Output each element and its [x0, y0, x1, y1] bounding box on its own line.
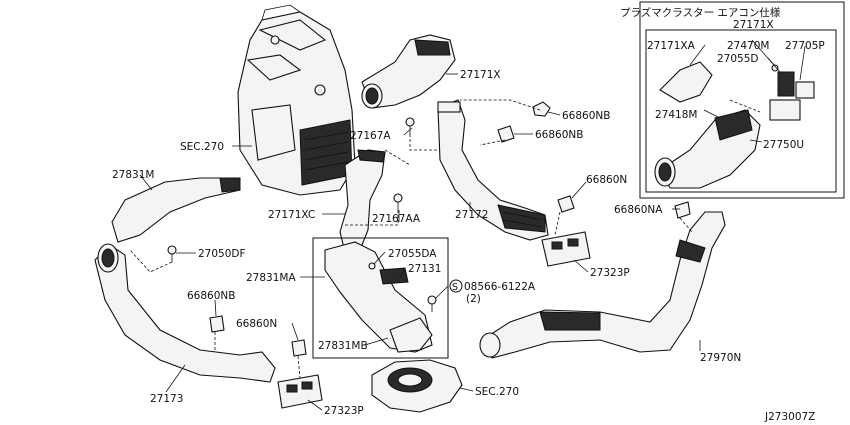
inset-panel: [639, 1, 845, 199]
label-66860N-a: 66860N: [586, 174, 627, 186]
label-27171XA: 27171XA: [647, 40, 696, 52]
grille-27323P-left: [277, 374, 323, 409]
clip-66860NB-b: [497, 125, 515, 143]
clip-66860N-b: [291, 339, 307, 357]
inset-part-label: 27171X: [733, 19, 774, 31]
duct-27172: [437, 99, 549, 241]
label-27171XC: 27171XC: [268, 209, 315, 221]
label-27831MA: 27831MA: [246, 272, 296, 284]
label-sec270-top: SEC.270: [180, 141, 224, 153]
label-27705P: 27705P: [785, 40, 825, 52]
clip-66860NB-c: [209, 315, 225, 333]
label-27323P-a: 27323P: [590, 267, 630, 279]
screw-27050DF: [167, 245, 177, 262]
hvac-unit: [237, 4, 356, 196]
label-27831MB: 27831MB: [318, 340, 368, 352]
label-66860NB-a: 66860NB: [562, 110, 610, 122]
clip-66860N-a: [557, 195, 575, 213]
label-27970N: 27970N: [700, 352, 741, 364]
label-sec270-bottom: SEC.270: [475, 386, 519, 398]
grille-27323P-right: [541, 231, 591, 267]
label-08566-qty: (2): [466, 293, 481, 305]
screw-27167A: [405, 117, 415, 134]
label-27171X: 27171X: [460, 69, 501, 81]
duct-27970N: [479, 211, 726, 359]
label-27131: 27131: [408, 263, 441, 275]
screw-27055DA: [368, 262, 376, 270]
label-27167AA: 27167AA: [372, 213, 421, 225]
inset-title: プラズマクラスター エアコン仕様: [620, 6, 781, 19]
label-27050DF: 27050DF: [198, 248, 246, 260]
group-bracket: [312, 237, 449, 359]
label-27167A: 27167A: [350, 130, 391, 142]
label-27055D: 27055D: [717, 53, 759, 65]
duct-27831M: [111, 177, 241, 243]
label-27323P-b: 27323P: [324, 405, 364, 417]
clip-66860NA: [674, 201, 691, 219]
label-27418M: 27418M: [655, 109, 697, 121]
label-27173: 27173: [150, 393, 183, 405]
label-66860NB-c: 66860NB: [187, 290, 235, 302]
duct-27831MA-assembly: [324, 241, 433, 353]
clip-66860NB-a: [532, 101, 551, 117]
label-27750U: 27750U: [763, 139, 804, 151]
label-66860NB-b: 66860NB: [535, 129, 583, 141]
screw-27167AA: [393, 193, 403, 210]
screw-08566: [427, 295, 437, 312]
label-27470M: 27470M: [727, 40, 769, 52]
screw-symbol: S: [452, 282, 458, 293]
reference-code: J273007Z: [764, 411, 815, 423]
label-66860NA: 66860NA: [614, 204, 663, 216]
screw-symbol-circle: [449, 279, 463, 293]
blower-unit: [371, 359, 463, 413]
label-66860N-b: 66860N: [236, 318, 277, 330]
duct-27173: [94, 243, 276, 383]
label-08566: 08566-6122A: [464, 281, 536, 293]
duct-27171X: [361, 34, 456, 109]
label-27055DA: 27055DA: [388, 248, 437, 260]
duct-27171XC: [339, 149, 386, 253]
label-27831M: 27831M: [112, 169, 154, 181]
label-27172: 27172: [455, 209, 488, 221]
